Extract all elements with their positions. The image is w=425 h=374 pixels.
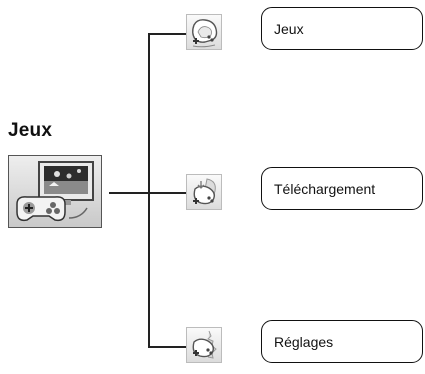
menu-item-reglages[interactable]: Réglages — [261, 320, 423, 363]
gamepad-download-icon[interactable] — [186, 174, 222, 210]
connector-item-1 — [148, 33, 186, 35]
menu-item-label: Jeux — [274, 20, 304, 37]
menu-item-label: Réglages — [274, 333, 334, 350]
game-controller-screen-icon — [8, 155, 102, 228]
page-title: Jeux — [8, 120, 53, 141]
gamepad-settings-icon[interactable] — [186, 327, 222, 363]
gamepad-icon[interactable] — [186, 14, 222, 50]
connector-item-3 — [148, 346, 186, 348]
connector-main — [109, 192, 186, 194]
menu-item-telechargement[interactable]: Téléchargement — [261, 167, 423, 210]
menu-item-label: Téléchargement — [274, 180, 376, 197]
menu-item-jeux[interactable]: Jeux — [261, 7, 423, 50]
connector-vertical — [148, 33, 150, 348]
